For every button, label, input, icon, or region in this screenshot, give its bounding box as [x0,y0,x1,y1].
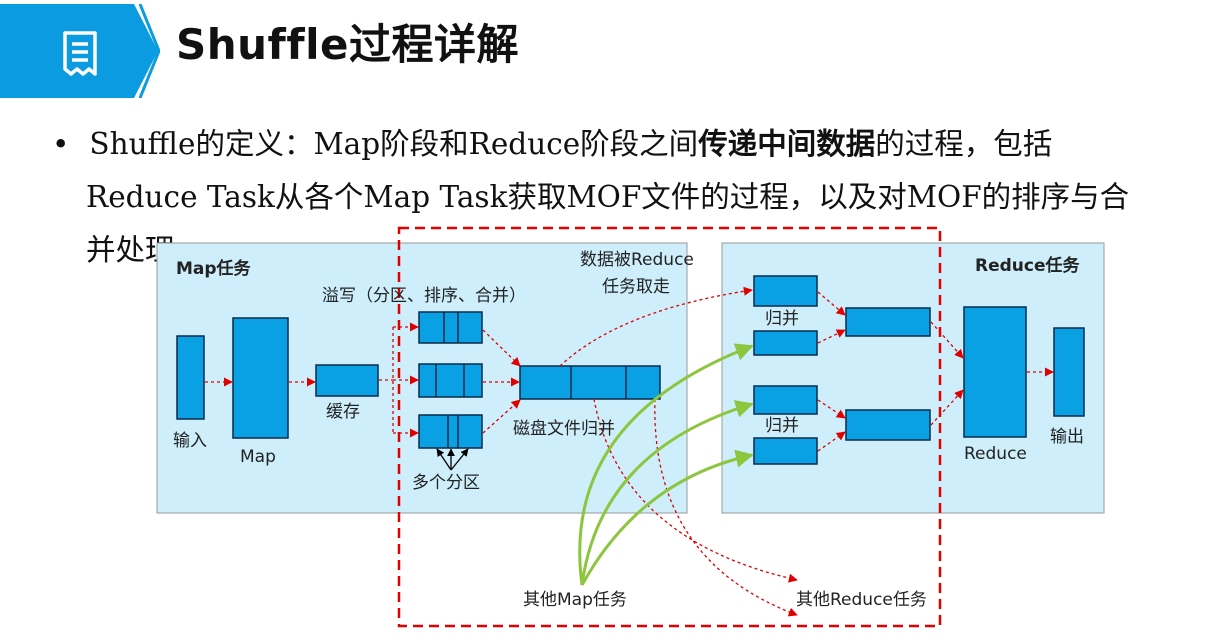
merge-label-top: 归并 [765,309,799,329]
spill-file-3 [418,414,483,449]
header-bar [0,4,128,98]
spill-label: 溢写（分区、排序、合并） [322,286,526,306]
definition-paragraph: • Shuffle的定义：Map阶段和Reduce阶段之间传递中间数据的过程，包括… [52,118,1227,277]
paragraph-emphasis: 传递中间数据 [698,127,876,161]
other-reduce-label: 其他Reduce任务 [796,590,927,610]
map-label: Map [240,447,276,467]
merged-file-bottom [845,409,931,441]
fetch-label-line2: 任务取走 [602,277,670,297]
input-label: 输入 [173,431,207,451]
paragraph-line-1: • Shuffle的定义：Map阶段和Reduce阶段之间传递中间数据的过程，包括 [52,118,1227,171]
other-map-green-arrows [578,343,754,586]
map-task-label: Map任务 [176,258,252,279]
fetched-segment-1 [753,275,818,307]
reduce-flow-arrows [817,291,1054,452]
merged-file-top [845,307,931,337]
reduce-box [963,306,1027,438]
page-title: Shuffle过程详解 [176,20,519,69]
input-box [176,335,205,420]
document-icon [63,31,97,76]
paragraph-rest: 的过程，包括 [875,127,1053,161]
shuffle-highlight-frame [397,226,942,628]
reduce-label: Reduce [964,444,1027,464]
output-label: 输出 [1050,427,1084,447]
paragraph-lead: Shuffle的定义：Map阶段和Reduce阶段之间 [89,127,699,161]
fetched-segment-4 [753,437,818,465]
chevron-right-icon [126,4,160,98]
fetched-segment-3 [753,385,818,415]
bullet-dot: • [52,127,70,161]
paragraph-line-2: Reduce Task从各个Map Task获取MOF文件的过程，以及对MOF的… [86,180,1130,214]
disk-merge-label: 磁盘文件归并 [513,419,615,439]
map-flow-arrows [205,286,798,617]
fetch-label-line1: 数据被Reduce [580,250,694,270]
buffer-box [315,364,379,397]
reduce-task-label: Reduce任务 [975,255,1080,276]
fetched-segment-2 [753,330,818,356]
spill-file-1 [418,311,483,344]
disk-merged-file [519,365,661,400]
spill-file-2 [418,363,483,398]
map-box [232,317,289,439]
partition-pointer-arrows [436,448,469,471]
output-box [1053,327,1085,417]
buffer-label: 缓存 [326,402,360,422]
merge-label-bottom: 归并 [765,416,799,436]
other-map-label: 其他Map任务 [523,590,627,610]
partitions-label: 多个分区 [412,473,480,493]
